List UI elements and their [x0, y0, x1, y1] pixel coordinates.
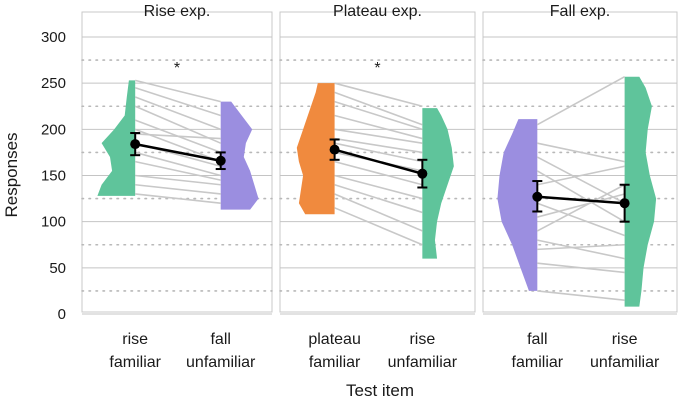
paired-line — [536, 170, 626, 223]
mean-connector — [334, 148, 423, 175]
paired-line — [334, 142, 423, 163]
x-axis-title: Test item — [346, 381, 414, 400]
paired-line — [536, 156, 625, 204]
paired-line — [537, 290, 625, 301]
x-category-label: unfamiliar — [590, 354, 660, 371]
paired-line — [134, 151, 221, 177]
x-category-label: plateau — [308, 331, 361, 348]
paired-line — [537, 262, 625, 274]
paired-line — [536, 76, 626, 126]
panel-title: Fall exp. — [550, 3, 610, 20]
mean-point — [532, 191, 543, 202]
paired-line — [334, 128, 423, 144]
x-category-label: rise — [409, 331, 435, 348]
paired-line — [536, 184, 625, 232]
panel-3 — [482, 11, 678, 315]
y-tick-label: 300 — [41, 29, 66, 46]
mean-point — [329, 144, 340, 155]
panel-1 — [81, 11, 273, 315]
paired-line — [134, 87, 221, 117]
mean-point — [619, 198, 630, 209]
paired-line — [135, 174, 221, 186]
paired-line — [537, 142, 625, 163]
paired-line — [135, 133, 221, 140]
mean-connector — [134, 142, 221, 162]
paired-line — [537, 243, 625, 251]
paired-line — [537, 239, 625, 260]
paired-line — [334, 174, 423, 200]
paired-line — [135, 183, 221, 195]
paired-line — [334, 193, 423, 232]
significance-star: * — [174, 60, 180, 77]
y-tick-label: 150 — [41, 168, 66, 185]
y-tick-label: 0 — [58, 306, 66, 323]
panel-title: Plateau exp. — [333, 3, 422, 20]
x-category-label: rise — [612, 331, 638, 348]
paired-line — [537, 202, 625, 237]
paired-line — [537, 193, 625, 218]
paired-line — [334, 82, 423, 108]
x-category-label: familiar — [309, 354, 361, 371]
violin-right — [220, 101, 259, 210]
violin-left — [497, 119, 538, 291]
paired-line — [334, 183, 423, 214]
paired-line — [334, 207, 423, 246]
paired-line — [334, 137, 423, 154]
x-category-label: familiar — [512, 354, 564, 371]
violin-right — [422, 108, 454, 259]
paired-line — [135, 79, 221, 103]
x-category-label: unfamiliar — [186, 354, 256, 371]
y-tick-label: 100 — [41, 214, 66, 231]
mean-point — [215, 155, 226, 166]
y-tick-label: 200 — [41, 121, 66, 138]
mean-point — [130, 139, 141, 150]
x-category-label: fall — [527, 331, 547, 348]
paired-line — [334, 100, 423, 131]
x-category-label: unfamiliar — [388, 354, 458, 371]
paired-line — [135, 193, 221, 204]
mean-point — [417, 168, 428, 179]
paired-line — [135, 160, 221, 181]
violin-left — [296, 83, 335, 215]
y-tick-label: 250 — [41, 75, 66, 92]
paired-line — [134, 96, 221, 131]
paired-line — [334, 114, 423, 140]
x-category-label: fall — [210, 331, 230, 348]
y-tick-label: 50 — [49, 260, 66, 277]
paired-line — [334, 160, 423, 186]
y-axis-title: Responses — [2, 132, 21, 217]
paired-line — [537, 165, 625, 186]
paired-line — [334, 91, 423, 126]
violin-left — [97, 80, 136, 196]
significance-star: * — [374, 60, 380, 77]
violin-right — [624, 76, 657, 307]
mean-connector — [537, 195, 625, 205]
panel-title: Rise exp. — [144, 3, 211, 20]
panel-2 — [279, 11, 476, 315]
x-category-label: rise — [122, 331, 148, 348]
x-category-label: familiar — [109, 354, 161, 371]
